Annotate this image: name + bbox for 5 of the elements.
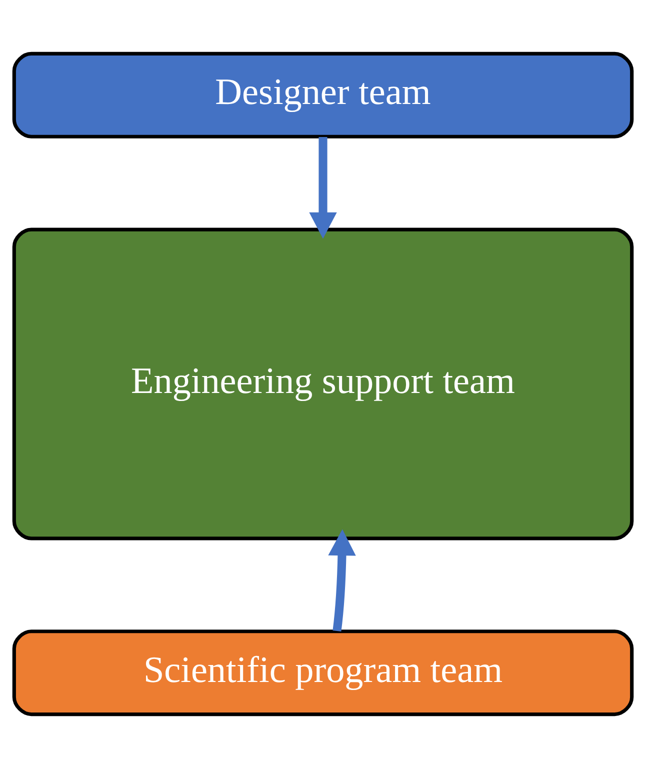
node-box: Designer team [12, 51, 634, 138]
node-box: Scientific program team [12, 629, 634, 716]
arrow [309, 136, 337, 238]
node-box: Engineering support team [12, 227, 634, 540]
arrow [328, 528, 356, 632]
